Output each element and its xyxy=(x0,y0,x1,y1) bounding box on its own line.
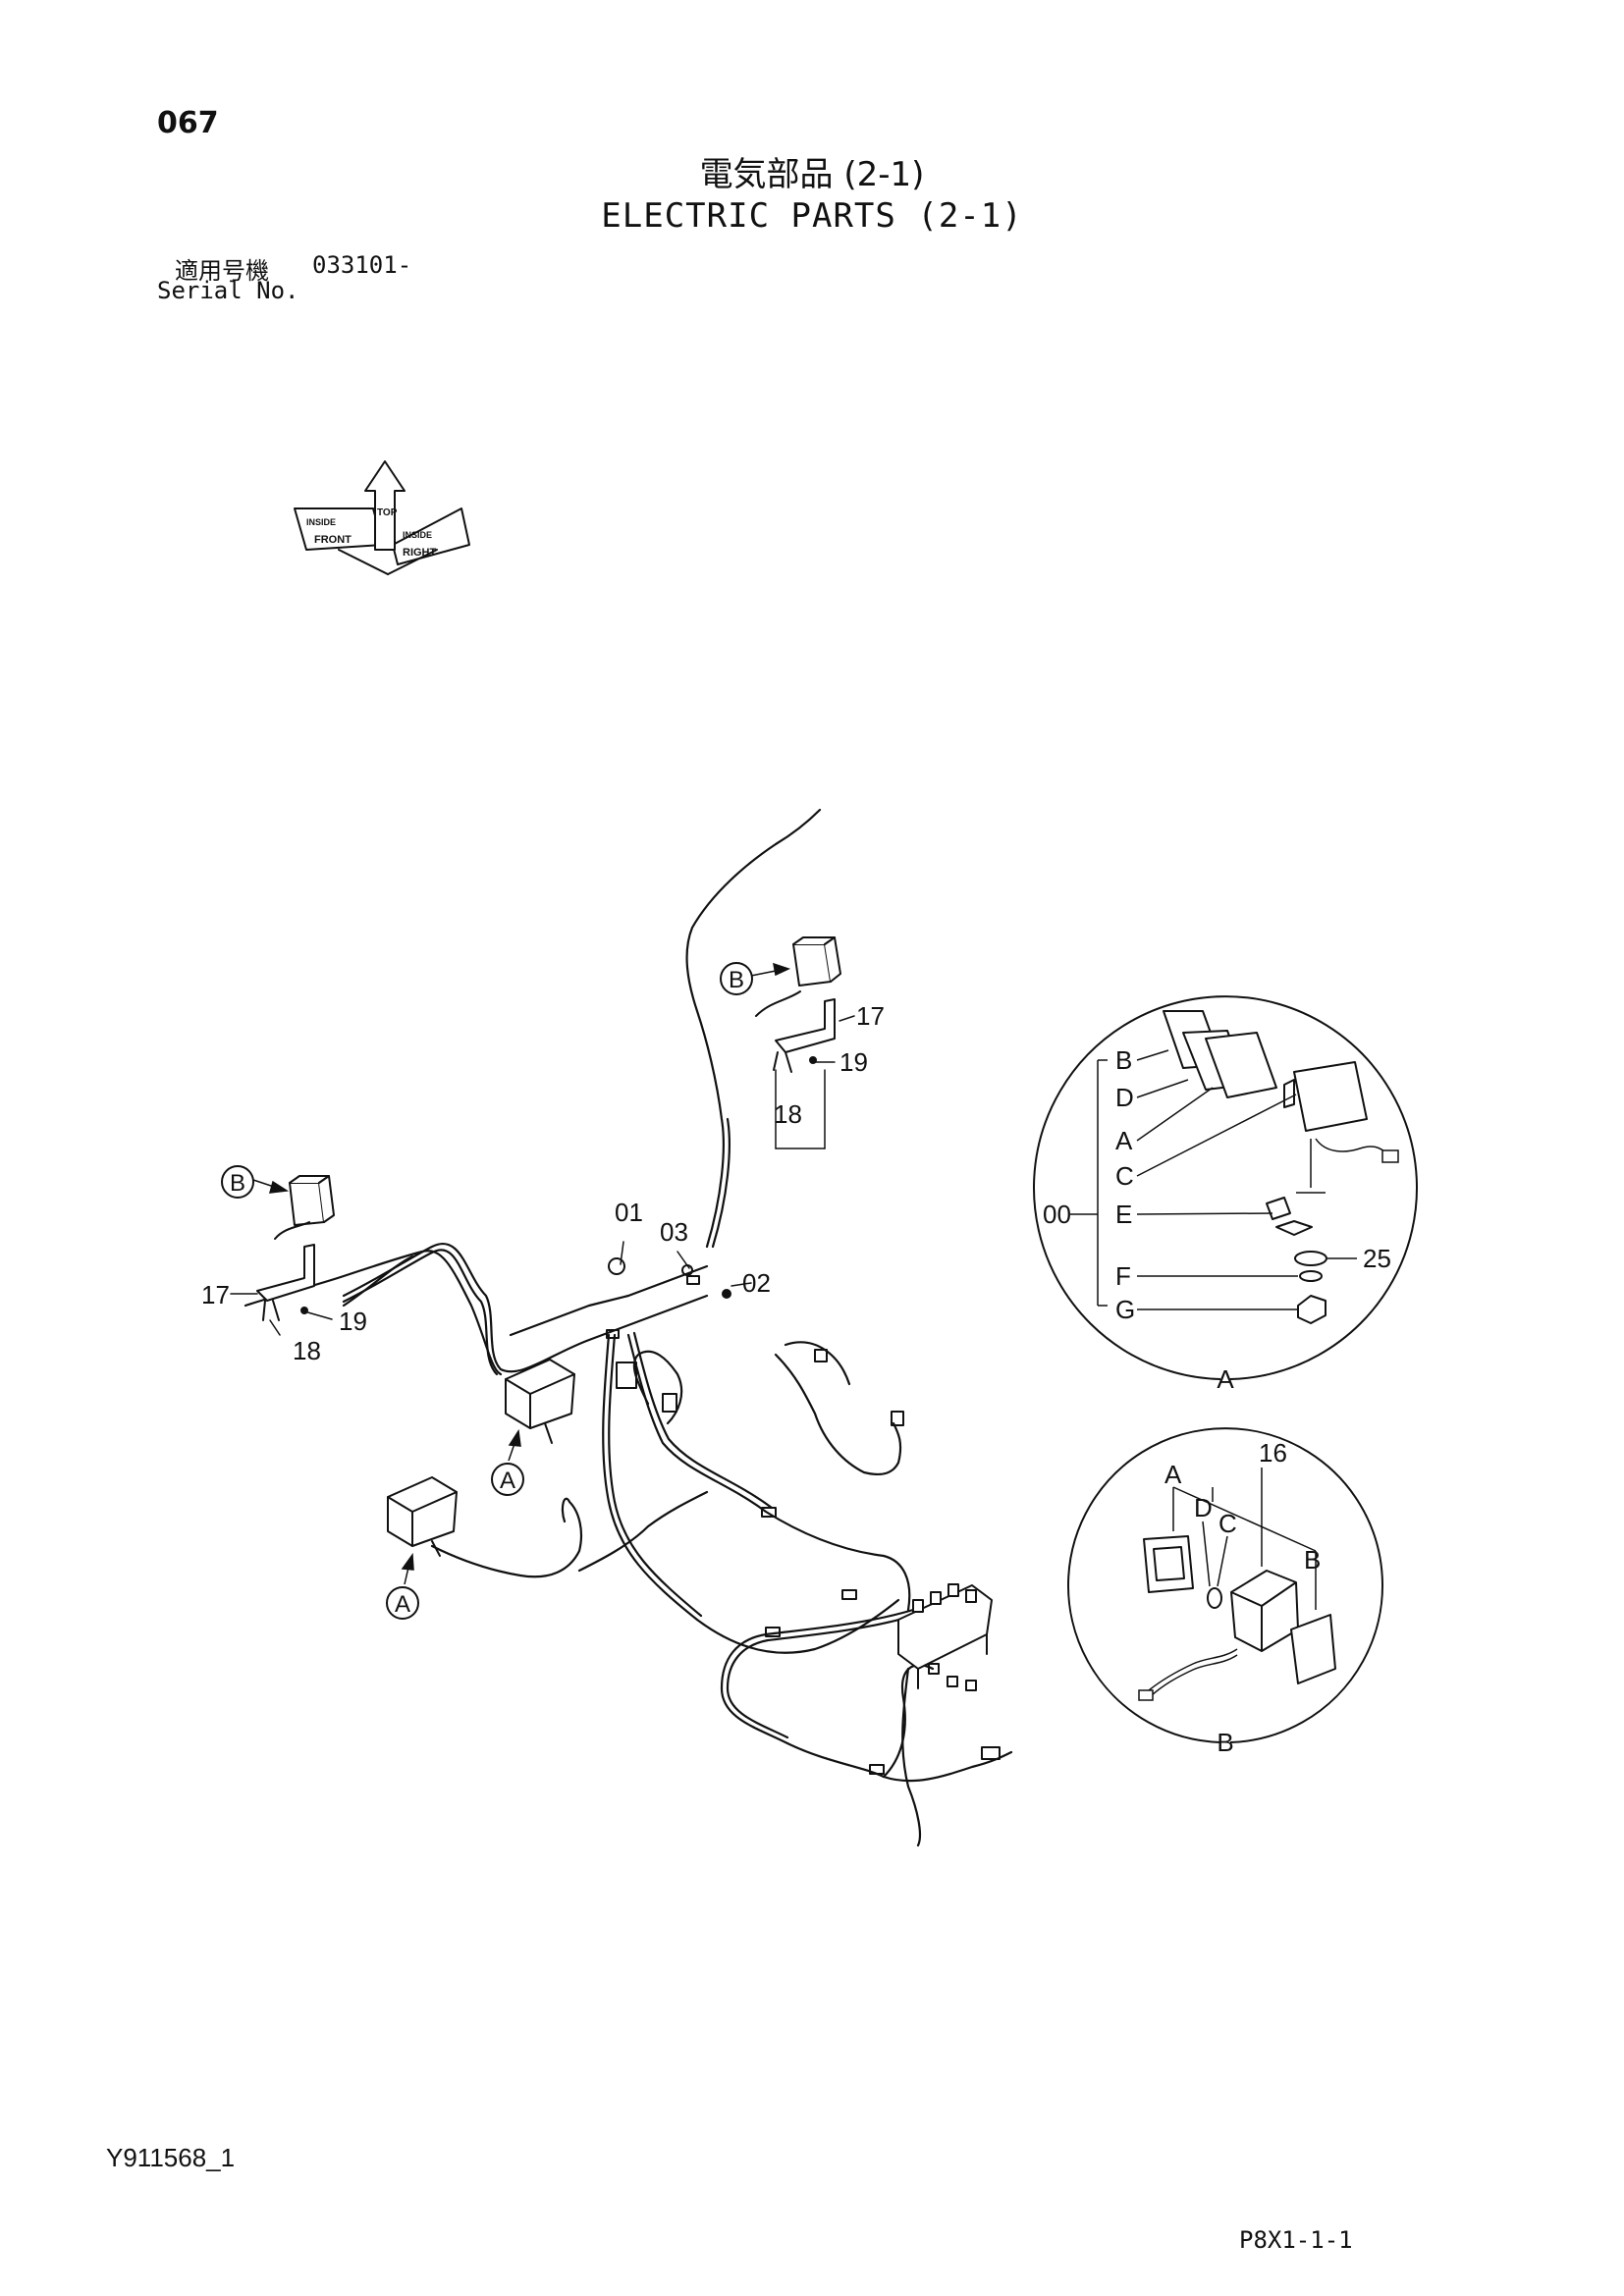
bracket-top xyxy=(773,998,836,1073)
reference-circle-b-top xyxy=(720,962,753,995)
lamp-top xyxy=(755,936,841,1017)
detail-a-label-e: E xyxy=(1115,1200,1132,1229)
ref-a-upper-label: A xyxy=(500,1468,515,1494)
detail-a-label-f: F xyxy=(1115,1261,1131,1291)
detail-b-label-a: A xyxy=(1164,1460,1182,1489)
callout-leaders xyxy=(230,1015,855,1336)
callout-19-top: 19 xyxy=(839,1047,868,1077)
housing-c-part xyxy=(1293,1061,1368,1132)
serial-label-english: Serial No. xyxy=(157,277,299,304)
detail-b-caption: B xyxy=(1217,1728,1233,1757)
reference-circle-a-lower xyxy=(386,1586,419,1620)
reference-circle-a-upper xyxy=(491,1463,524,1496)
housing-16-part xyxy=(1230,1570,1299,1652)
detail-a-label-b: B xyxy=(1115,1045,1132,1075)
harness-clamps xyxy=(606,1257,1001,1775)
work-light-upper xyxy=(505,1359,575,1444)
detail-b-label-b: B xyxy=(1304,1545,1321,1575)
serial-label-japanese: 適用号機 xyxy=(175,257,269,285)
detail-a-label-d: D xyxy=(1115,1083,1134,1112)
page-title-english: ELECTRIC PARTS (2-1) xyxy=(601,196,1023,236)
detail-a-assembly-00: 00 xyxy=(1043,1200,1071,1229)
callout-17-left: 17 xyxy=(201,1280,230,1309)
detail-a-label-g: G xyxy=(1115,1295,1135,1324)
plate-e-part xyxy=(1275,1220,1313,1236)
ref-b-left-label: B xyxy=(230,1170,245,1197)
detail-a-label-c: C xyxy=(1115,1161,1134,1191)
bulb-c-part xyxy=(1207,1587,1222,1609)
callout-03: 03 xyxy=(660,1217,688,1247)
compass-inside-right-label: INSIDE xyxy=(403,530,432,540)
callout-19-left: 19 xyxy=(339,1307,367,1336)
reference-arrows xyxy=(252,962,791,1585)
compass-inside-left-label: INSIDE xyxy=(306,517,336,527)
page-code: P8X1-1-1 xyxy=(1239,2226,1353,2254)
callout-18-top: 18 xyxy=(774,1099,802,1129)
detail-a: B D A C E F G 00 25 A xyxy=(1033,995,1418,1394)
reference-circle-b-left xyxy=(221,1165,254,1199)
washer-25-part xyxy=(1294,1251,1327,1266)
ref-b-top-label: B xyxy=(729,967,744,993)
callout-17-top: 17 xyxy=(856,1001,885,1031)
bolt-e-part xyxy=(1266,1197,1291,1220)
detail-b-part-16: 16 xyxy=(1259,1438,1287,1468)
detail-a-part-25: 25 xyxy=(1363,1244,1391,1273)
nut-g-part xyxy=(1297,1295,1326,1324)
callout-01: 01 xyxy=(615,1198,643,1227)
detail-b-label-c: C xyxy=(1218,1509,1237,1538)
detail-a-label-a: A xyxy=(1115,1126,1133,1155)
page-number: 067 xyxy=(157,106,219,140)
callout-02: 02 xyxy=(742,1268,771,1298)
bracket-left xyxy=(256,1244,315,1321)
detail-b-label-d: D xyxy=(1194,1493,1213,1522)
ref-a-lower-label: A xyxy=(395,1591,410,1618)
work-light-lower xyxy=(387,1476,458,1557)
washer-f-part xyxy=(1299,1270,1323,1282)
page-title-japanese: 電気部品 (2-1) xyxy=(699,155,925,194)
compass-top-label: TOP xyxy=(377,507,398,518)
lens-b-b-part xyxy=(1290,1614,1336,1684)
detail-b: 16 A D C B B xyxy=(1067,1427,1383,1757)
fuse-block xyxy=(897,1583,993,1689)
orientation-compass-icon xyxy=(294,460,470,575)
compass-right-label: RIGHT xyxy=(403,547,437,559)
frame-a-part xyxy=(1205,1032,1277,1098)
serial-number-value: 033101- xyxy=(312,251,412,279)
callout-18-left: 18 xyxy=(293,1336,321,1365)
detail-a-caption: A xyxy=(1217,1364,1234,1394)
compass-front-label: FRONT xyxy=(314,534,352,546)
document-code: Y911568_1 xyxy=(106,2143,236,2172)
lamp-left xyxy=(274,1175,335,1240)
